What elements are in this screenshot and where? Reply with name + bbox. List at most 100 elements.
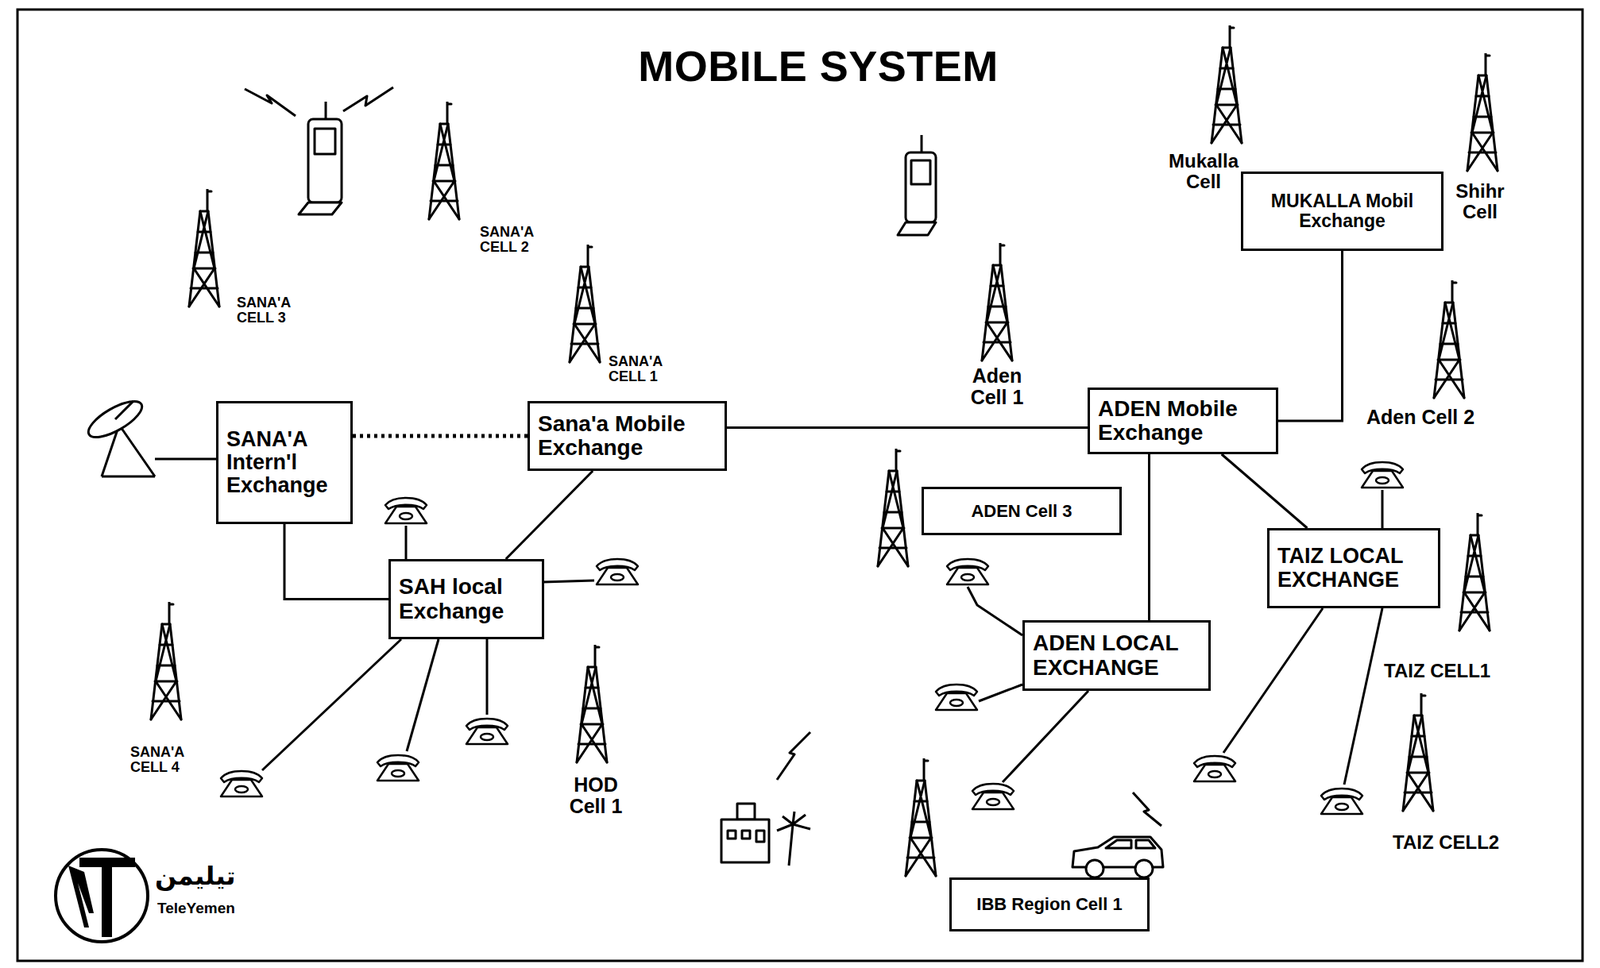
subscriber-wire bbox=[1344, 608, 1383, 785]
cell-towers bbox=[150, 25, 1498, 877]
box-text: Sana'a Mobile Exchange bbox=[537, 412, 717, 460]
trunk-line bbox=[284, 524, 389, 600]
tower-symbol bbox=[1211, 25, 1242, 143]
box-text: ADEN Mobile Exchange bbox=[1097, 397, 1268, 445]
satellite-link bbox=[154, 458, 217, 461]
box-text: ADEN LOCAL EXCHANGE bbox=[1032, 631, 1201, 680]
house-tower bbox=[737, 803, 755, 820]
handset-body bbox=[905, 152, 936, 223]
tower-symbol bbox=[428, 101, 460, 220]
subscriber-wire bbox=[1223, 608, 1323, 754]
box-text: SANA'A Intern'l Exchange bbox=[226, 428, 343, 498]
cell-label: SANA'A CELL 3 bbox=[236, 295, 325, 327]
cell-label: HOD Cell 1 bbox=[556, 774, 636, 818]
tower-symbol bbox=[150, 602, 182, 720]
box-text: TAIZ LOCAL EXCHANGE bbox=[1277, 544, 1430, 592]
dish-feed bbox=[115, 401, 134, 420]
tower-symbol bbox=[189, 189, 220, 307]
logo-text: TeleYemen bbox=[157, 900, 236, 918]
exchange-box: MUKALLA Mobil Exchange bbox=[1240, 171, 1444, 252]
diagram-title: MOBILE SYSTEM bbox=[556, 41, 1081, 91]
handset-body bbox=[308, 119, 342, 203]
satellite-dish bbox=[83, 394, 155, 477]
exchange-box: Sana'a Mobile Exchange bbox=[527, 401, 727, 472]
car-windows bbox=[1105, 840, 1156, 849]
tower-symbol bbox=[1433, 280, 1465, 399]
box-text: MUKALLA Mobil Exchange bbox=[1251, 191, 1434, 232]
trunk-line bbox=[1221, 454, 1308, 529]
cell-label: SANA'A CELL 1 bbox=[608, 354, 696, 386]
box-text: ADEN Cell 3 bbox=[931, 502, 1112, 522]
tower-symbol bbox=[981, 243, 1013, 361]
handset-screen bbox=[911, 160, 931, 185]
subscriber-wire bbox=[486, 639, 489, 715]
cell-label: Aden Cell 1 bbox=[957, 365, 1037, 409]
house-body bbox=[721, 819, 770, 863]
radio-signal bbox=[1132, 792, 1162, 827]
telephones bbox=[220, 462, 1403, 815]
house-window bbox=[742, 830, 750, 839]
telephone-symbol bbox=[596, 559, 638, 585]
cell-label: SANA'A CELL 4 bbox=[130, 745, 218, 777]
radio-signal bbox=[244, 88, 296, 116]
tower-symbol bbox=[576, 645, 607, 763]
radio-signal bbox=[776, 732, 811, 781]
telephone-symbol bbox=[935, 684, 978, 711]
cell-label: TAIZ CELL1 bbox=[1383, 660, 1491, 682]
dotted-link bbox=[352, 434, 528, 439]
trunk-line bbox=[1147, 454, 1151, 621]
exchange-box: ADEN LOCAL EXCHANGE bbox=[1022, 620, 1211, 692]
cell-label: Mukalla Cell bbox=[1155, 150, 1252, 193]
exchange-box: ADEN Cell 3 bbox=[921, 486, 1122, 536]
handset-antenna bbox=[324, 101, 328, 120]
trunk-line bbox=[726, 426, 1088, 429]
logo-ring bbox=[55, 850, 148, 943]
exchange-box: TAIZ LOCAL EXCHANGE bbox=[1267, 528, 1441, 609]
trunk-line bbox=[1278, 251, 1343, 422]
box-text: IBB Region Cell 1 bbox=[959, 895, 1140, 915]
telephone-symbol bbox=[1321, 788, 1363, 815]
telephone-symbol bbox=[972, 784, 1014, 810]
handset-flip bbox=[298, 202, 342, 215]
subscriber-wire bbox=[262, 639, 402, 771]
exchange-box: ADEN Mobile Exchange bbox=[1087, 387, 1279, 455]
car-wheel bbox=[1135, 860, 1153, 878]
page-frame bbox=[17, 9, 1583, 962]
subscriber-wire bbox=[1381, 490, 1384, 529]
exchange-box: SAH local Exchange bbox=[388, 559, 545, 640]
trunk-line bbox=[506, 471, 593, 560]
palm-tree bbox=[776, 811, 811, 866]
cell-label: TAIZ CELL2 bbox=[1392, 832, 1500, 854]
teleyemen-logo bbox=[55, 850, 148, 943]
house-and-palm bbox=[721, 732, 811, 866]
car-wheel bbox=[1085, 860, 1104, 878]
exchange-box: SANA'A Intern'l Exchange bbox=[216, 401, 353, 525]
mobile-handsets bbox=[244, 87, 936, 236]
house-window bbox=[756, 830, 765, 843]
box-text: SAH local Exchange bbox=[398, 575, 534, 623]
handset-flip bbox=[897, 222, 936, 236]
subscriber-wire bbox=[406, 639, 439, 752]
exchange-box: IBB Region Cell 1 bbox=[949, 877, 1150, 932]
car bbox=[1072, 792, 1164, 878]
telephone-symbol bbox=[466, 718, 508, 745]
tower-symbol bbox=[877, 448, 909, 567]
telephone-symbol bbox=[385, 498, 427, 524]
cell-label: Aden Cell 2 bbox=[1366, 406, 1475, 429]
tower-symbol bbox=[1402, 693, 1434, 812]
telephone-symbol bbox=[946, 559, 989, 585]
tower-symbol bbox=[905, 758, 936, 877]
tower-symbol bbox=[1459, 513, 1490, 631]
tower-symbol bbox=[1467, 53, 1498, 171]
dish-bowl bbox=[83, 394, 147, 445]
telephone-symbol bbox=[1361, 462, 1403, 488]
logo-text: تيليمن bbox=[154, 862, 236, 891]
radio-signal bbox=[343, 87, 394, 112]
telephone-symbol bbox=[220, 771, 263, 797]
subscriber-wire bbox=[542, 580, 595, 583]
house-window bbox=[727, 830, 736, 839]
subscriber-wire bbox=[978, 684, 1023, 702]
logo-mark bbox=[79, 857, 136, 868]
subscriber-wire bbox=[405, 525, 408, 560]
handset-antenna bbox=[920, 135, 924, 153]
